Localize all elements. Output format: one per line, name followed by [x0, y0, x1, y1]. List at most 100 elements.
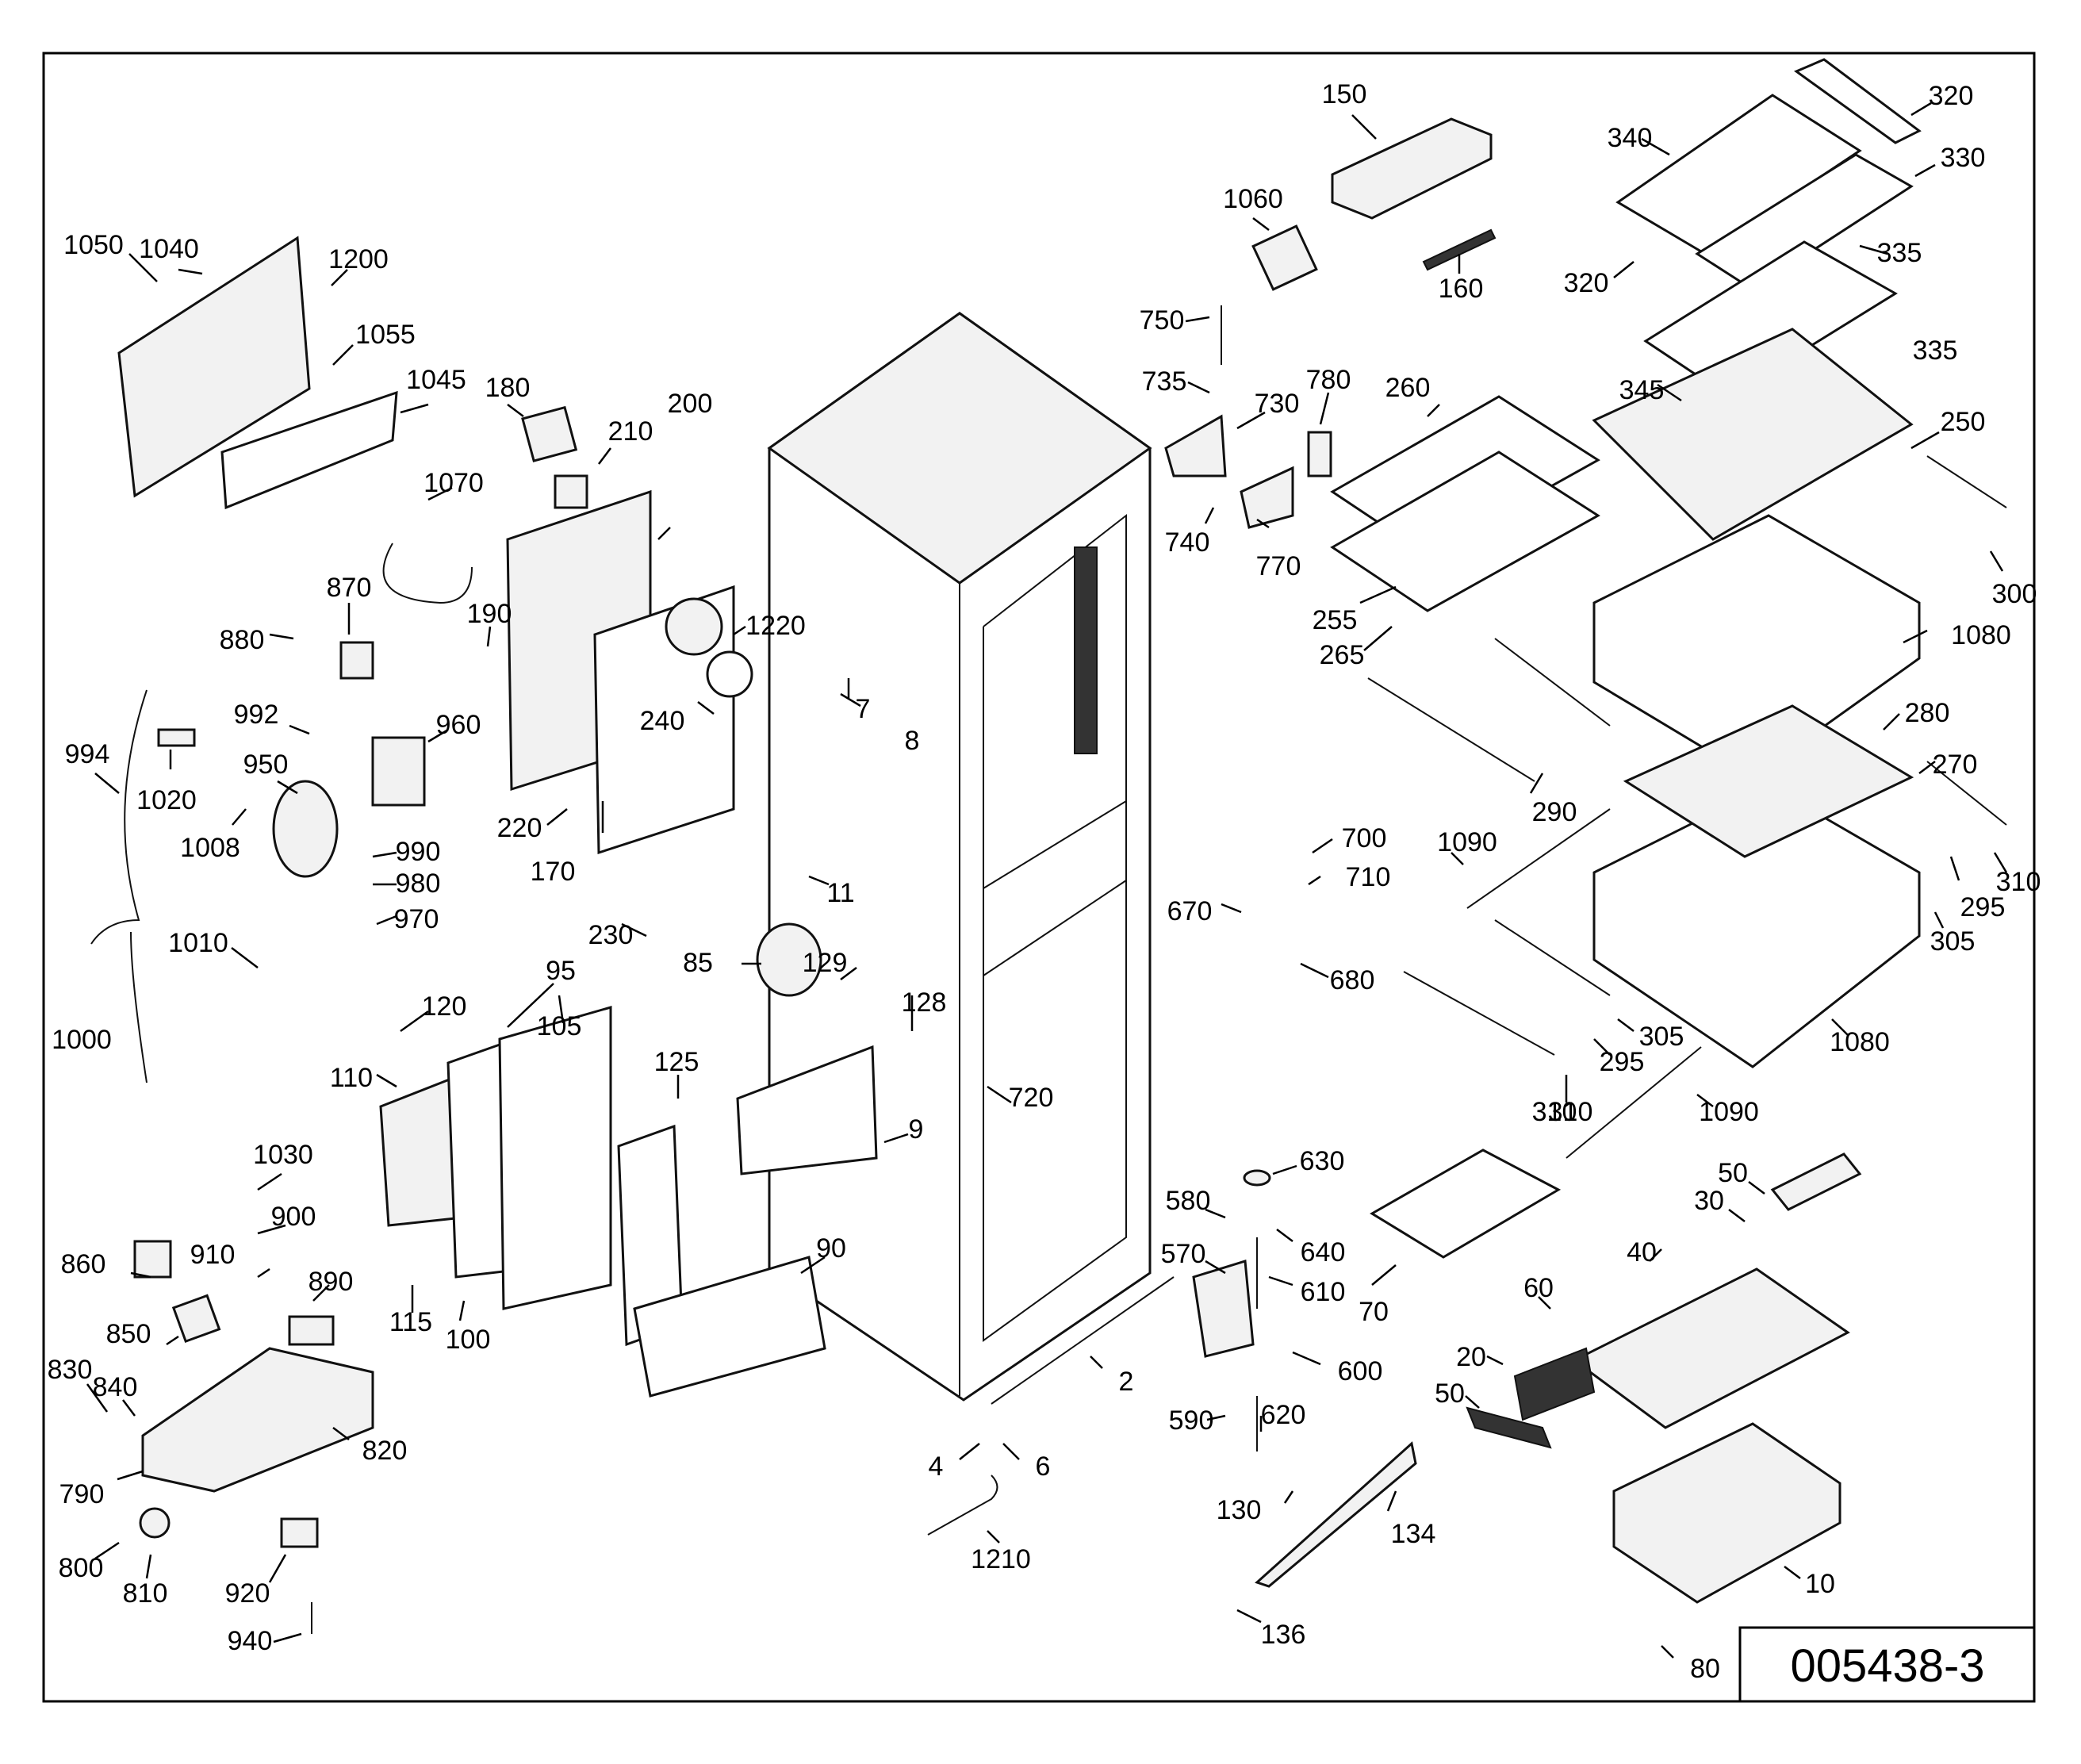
part-number-label: 345 — [1619, 375, 1665, 405]
part-number-label: 580 — [1166, 1186, 1211, 1216]
part-number-label: 940 — [228, 1626, 273, 1656]
part-number-label: 310 — [1548, 1097, 1593, 1127]
part-number-label: 60 — [1523, 1273, 1554, 1303]
part-number-label: 1090 — [1699, 1097, 1759, 1127]
part-number-label: 1220 — [745, 611, 806, 641]
part-number-label: 210 — [608, 416, 653, 447]
part-number-label: 710 — [1346, 862, 1391, 892]
part-number-label: 840 — [93, 1372, 138, 1402]
part-number-label: 310 — [1996, 867, 2041, 897]
part-number-label: 570 — [1161, 1239, 1206, 1269]
part-number-label: 610 — [1301, 1277, 1346, 1307]
part-number-label: 1030 — [253, 1140, 313, 1170]
part-number-label: 735 — [1142, 366, 1187, 397]
part-number-label: 800 — [59, 1553, 104, 1583]
part-number-label: 260 — [1385, 373, 1431, 403]
part-number-label: 70 — [1359, 1297, 1389, 1327]
part-number-label: 1008 — [180, 833, 240, 863]
part-number-label: 180 — [485, 373, 531, 403]
part-number-label: 50 — [1435, 1379, 1465, 1409]
part-number-label: 850 — [106, 1319, 151, 1349]
part-number-label: 1000 — [52, 1025, 112, 1055]
part-number-label: 105 — [537, 1011, 582, 1041]
part-number-label: 8 — [905, 726, 920, 756]
part-number-label: 830 — [48, 1355, 93, 1385]
part-number-label: 994 — [65, 739, 110, 769]
part-number-label: 720 — [1009, 1083, 1054, 1113]
part-number-label: 6 — [1036, 1451, 1051, 1482]
part-number-label: 680 — [1330, 965, 1375, 995]
part-number-label: 1020 — [136, 785, 197, 815]
part-number-label: 992 — [234, 700, 279, 730]
part-number-label: 130 — [1217, 1495, 1262, 1525]
part-number-label: 255 — [1313, 605, 1358, 635]
part-number-label: 1080 — [1830, 1027, 1890, 1057]
part-number-label: 220 — [497, 813, 542, 843]
part-number-label: 880 — [220, 625, 265, 655]
part-number-label: 270 — [1933, 750, 1978, 780]
drawing-code: 005438-3 — [1790, 1640, 1984, 1692]
part-number-label: 970 — [394, 904, 439, 934]
part-number-label: 340 — [1608, 123, 1653, 153]
part-number-label: 770 — [1256, 551, 1301, 581]
part-number-label: 910 — [190, 1240, 236, 1270]
part-number-label: 136 — [1261, 1620, 1306, 1650]
part-number-label: 4 — [929, 1451, 944, 1482]
drawing-code-box — [1738, 1626, 2036, 1703]
part-number-label: 330 — [1941, 143, 1986, 173]
part-number-label: 7 — [856, 694, 871, 724]
part-number-label: 20 — [1456, 1342, 1486, 1372]
part-number-label: 1045 — [406, 365, 466, 395]
part-number-label: 280 — [1905, 698, 1950, 728]
part-number-label: 85 — [683, 948, 713, 978]
part-number-label: 120 — [422, 991, 467, 1022]
part-number-label: 670 — [1167, 896, 1213, 926]
part-number-label: 10 — [1805, 1569, 1835, 1599]
part-number-label: 335 — [1913, 336, 1958, 366]
part-number-label: 630 — [1300, 1146, 1345, 1176]
part-number-label: 335 — [1877, 238, 1922, 268]
part-number-label: 980 — [396, 869, 441, 899]
part-number-label: 40 — [1627, 1237, 1657, 1267]
part-number-label: 320 — [1929, 81, 1974, 111]
part-number-label: 620 — [1261, 1400, 1306, 1430]
part-number-label: 750 — [1140, 305, 1185, 336]
part-number-label: 890 — [309, 1267, 354, 1297]
part-number-label: 90 — [816, 1233, 846, 1264]
part-number-label: 1210 — [971, 1544, 1031, 1574]
part-number-label: 300 — [1992, 579, 2037, 609]
part-number-label: 160 — [1439, 274, 1484, 304]
part-number-label: 320 — [1564, 268, 1609, 298]
part-number-label: 295 — [1600, 1047, 1645, 1077]
part-number-label: 128 — [902, 987, 947, 1018]
part-number-label: 960 — [436, 710, 481, 740]
drawing-frame — [42, 52, 2036, 1703]
part-number-label: 170 — [531, 857, 576, 887]
part-number-label: 860 — [61, 1249, 106, 1279]
part-number-label: 50 — [1718, 1158, 1748, 1188]
part-number-label: 1050 — [63, 230, 124, 260]
part-number-label: 129 — [803, 948, 848, 978]
part-number-label: 240 — [640, 706, 685, 736]
part-number-label: 1040 — [139, 234, 199, 264]
part-number-label: 900 — [271, 1202, 316, 1232]
part-number-label: 134 — [1391, 1519, 1436, 1549]
part-number-label: 700 — [1342, 823, 1387, 853]
part-number-label: 790 — [59, 1479, 105, 1509]
part-number-label: 295 — [1960, 892, 2006, 922]
part-number-label: 590 — [1169, 1405, 1214, 1436]
part-number-label: 740 — [1165, 527, 1210, 558]
part-number-label: 305 — [1930, 926, 1976, 957]
part-number-label: 95 — [546, 956, 576, 986]
part-number-label: 820 — [362, 1436, 408, 1466]
part-number-label: 200 — [668, 389, 713, 419]
part-number-label: 1010 — [168, 928, 228, 958]
part-number-label: 11 — [826, 878, 854, 908]
part-number-label: 1055 — [355, 320, 416, 350]
part-number-label: 265 — [1320, 640, 1365, 670]
part-number-label: 190 — [467, 599, 512, 629]
part-number-label: 9 — [909, 1114, 924, 1145]
part-number-label: 80 — [1690, 1654, 1720, 1684]
